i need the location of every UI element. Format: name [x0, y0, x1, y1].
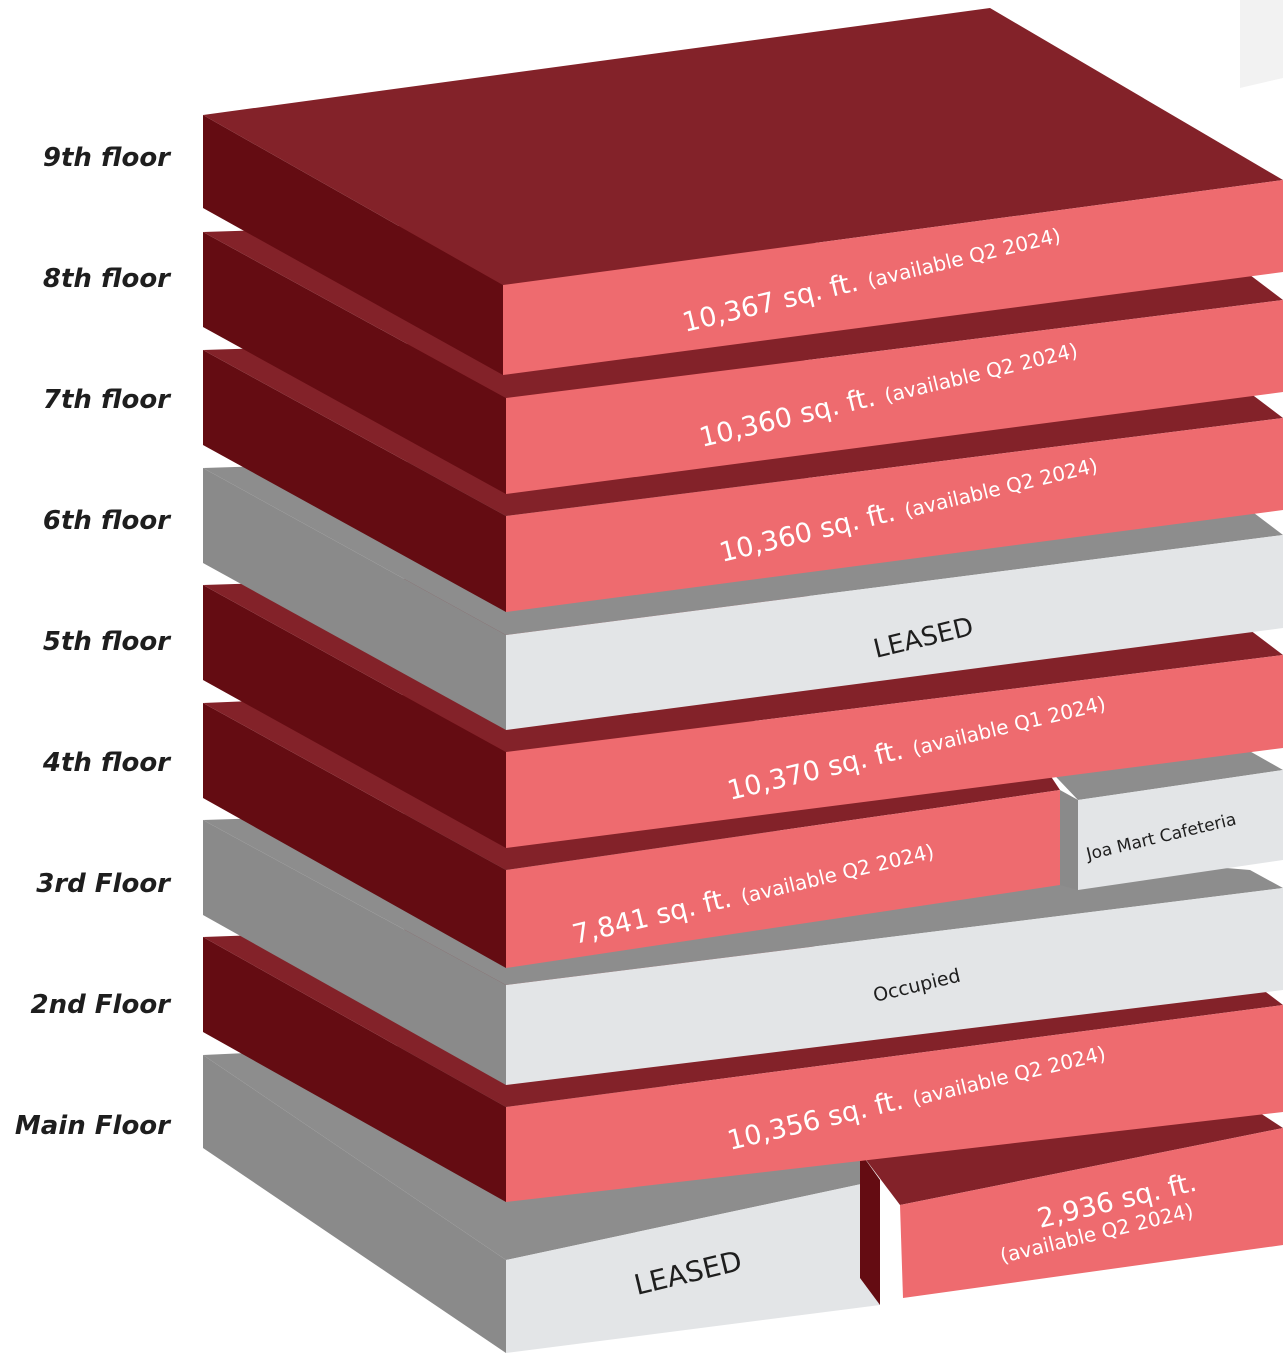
- main-right-top: [860, 1100, 1283, 1205]
- floor-label-6: 6th floor: [42, 506, 170, 536]
- floor-label-3: 3rd Floor: [36, 869, 170, 899]
- f6-side: [203, 468, 506, 730]
- f4-cafe-face: [1078, 770, 1283, 890]
- f9-face: [503, 180, 1283, 375]
- floor-label-5: 5th floor: [42, 627, 170, 657]
- floor-label-2: 2nd Floor: [30, 990, 170, 1020]
- floor-label-8: 8th floor: [42, 264, 170, 294]
- f9-side: [203, 115, 503, 375]
- f6-face: [506, 535, 1283, 730]
- main-left-face: [506, 1180, 880, 1353]
- main-right-face: [900, 1128, 1283, 1298]
- main-left-side: [203, 1055, 506, 1353]
- f8-side: [203, 232, 506, 494]
- f3-face: [506, 888, 1283, 1085]
- f4-cafe-side: [1040, 760, 1078, 890]
- f2-side: [203, 937, 506, 1202]
- f7-face: [506, 418, 1283, 612]
- f4-face: [506, 790, 1060, 968]
- floor-label-4: 4th floor: [42, 748, 170, 778]
- f7-side: [203, 350, 506, 612]
- background-shape: [1240, 0, 1283, 88]
- f5-face: [506, 655, 1283, 848]
- floor-9: [203, 8, 1283, 375]
- f5-side: [203, 585, 506, 848]
- f2-face: [506, 1005, 1283, 1202]
- f8-face: [506, 300, 1283, 494]
- f4-side: [203, 703, 506, 968]
- floor-label-main: Main Floor: [14, 1111, 170, 1141]
- main-right-side: [860, 1152, 880, 1305]
- floor-label-7: 7th floor: [42, 385, 170, 415]
- f3-side: [203, 820, 506, 1085]
- f9-top: [203, 8, 1283, 285]
- floor-label-9: 9th floor: [42, 143, 170, 173]
